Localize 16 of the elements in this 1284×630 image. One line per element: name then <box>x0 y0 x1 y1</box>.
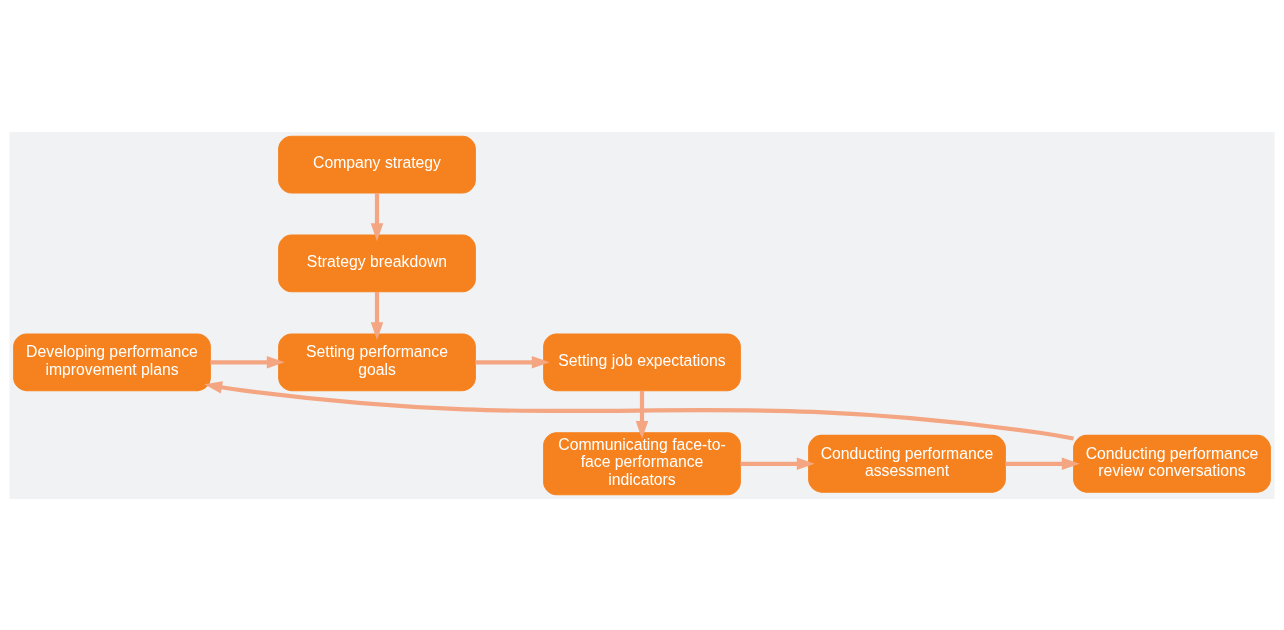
node-box: Strategy breakdown <box>278 234 476 292</box>
node-box: Conducting performance review conversations <box>1073 434 1271 493</box>
arrow <box>475 355 550 369</box>
arrow <box>1005 457 1080 470</box>
arrow <box>740 457 815 470</box>
arrow <box>635 390 649 439</box>
node-box: Developing performance improvement plans <box>13 332 211 391</box>
node-box: Setting job expectations <box>543 332 741 391</box>
node-box: Communicating face-to-face performance indicators <box>543 431 741 495</box>
node-box: Setting performance goals <box>278 332 476 391</box>
arrow <box>370 291 384 340</box>
arrow <box>210 355 285 369</box>
arrow <box>204 380 1074 441</box>
arrow <box>370 192 384 241</box>
node-box: Conducting performance assessment <box>808 434 1006 493</box>
node-box: Company strategy <box>278 135 476 193</box>
